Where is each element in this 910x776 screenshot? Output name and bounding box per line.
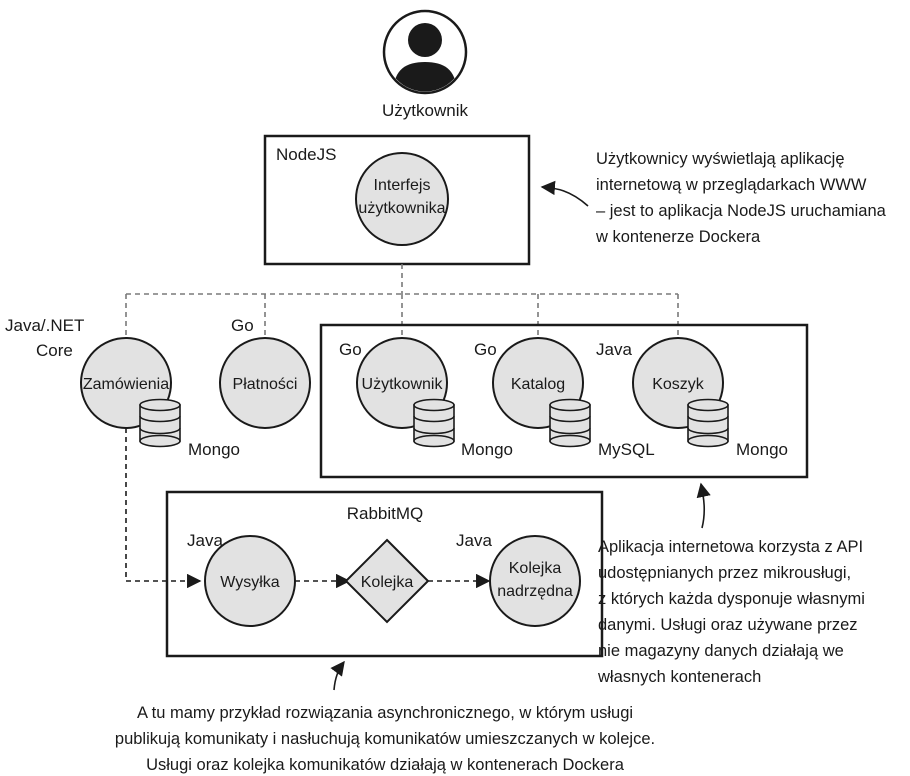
user-label: Użytkownik [382, 101, 468, 120]
frontend-service-name-line2: użytkownika [358, 200, 445, 217]
payments-service-node [219, 337, 311, 429]
async-container-box [165, 490, 604, 658]
orders-to-shipping-arrow [125, 428, 202, 589]
frontend-note-line: w kontenerze Dockera [595, 228, 761, 246]
users-service-name: Użytkownik [362, 376, 444, 393]
master-queue-name-line2: nadrzędna [497, 583, 573, 600]
microservices-note-line: danymi. Usługi oraz używane przez [598, 616, 858, 634]
microservices-note-line: własnych kontenerach [597, 668, 761, 686]
user-avatar-icon [382, 9, 468, 95]
async-note-arrow [330, 660, 345, 691]
async-note-line: A tu mamy przykład rozwiązania asynchron… [137, 704, 633, 722]
microservices-note-line: Aplikacja internetowa korzysta z API [598, 538, 863, 556]
broker-label: RabbitMQ [347, 504, 424, 523]
frontend-connectors [125, 264, 679, 338]
orders-service-name: Zamówienia [83, 376, 169, 393]
master-queue-name-line1: Kolejka [509, 560, 562, 577]
async-note: A tu mamy przykład rozwiązania asynchron… [115, 704, 655, 774]
microservices-note-line: udostępnianych przez mikrousługi, [598, 564, 851, 582]
cart-database-icon [687, 398, 729, 448]
microservices-container-box [319, 323, 809, 479]
microservices-note-line: z których każda dysponuje własnymi [598, 590, 865, 608]
master-queue-node [489, 535, 581, 627]
microservices-note-line: nie magazyny danych działają we [598, 642, 844, 660]
frontend-note-arrow [540, 180, 589, 207]
orders-platform-line1: Java/.NET [5, 316, 84, 335]
microservices-note-arrow [696, 482, 711, 529]
master-queue-platform-label: Java [456, 531, 492, 550]
shipping-service-name: Wysyłka [220, 574, 280, 591]
microservices-note: Aplikacja internetowa korzysta z API udo… [597, 538, 865, 686]
frontend-service-node [355, 152, 449, 246]
frontend-note-line: Użytkownicy wyświetlają aplikację [596, 150, 845, 168]
frontend-note-line: – jest to aplikacja NodeJS uruchamiana [596, 202, 887, 220]
async-note-line: Usługi oraz kolejka komunikatów działają… [146, 756, 625, 774]
cart-platform-label: Java [596, 340, 632, 359]
users-db-label: Mongo [461, 440, 513, 459]
payments-platform-label: Go [231, 316, 254, 335]
orders-db-label: Mongo [188, 440, 240, 459]
payments-service-name: Płatności [233, 376, 298, 393]
frontend-note-line: internetową w przeglądarkach WWW [596, 176, 867, 194]
users-database-icon [413, 398, 455, 448]
orders-database-icon [139, 398, 181, 448]
queue-node [344, 538, 430, 624]
frontend-note: Użytkownicy wyświetlają aplikację intern… [595, 150, 887, 246]
catalog-platform-label: Go [474, 340, 497, 359]
cart-db-label: Mongo [736, 440, 788, 459]
orders-platform-line2: Core [36, 341, 73, 360]
catalog-service-name: Katalog [511, 376, 565, 393]
catalog-database-icon [549, 398, 591, 448]
queue-name: Kolejka [361, 574, 414, 591]
frontend-service-name-line1: Interfejs [374, 177, 431, 194]
catalog-db-label: MySQL [598, 440, 655, 459]
users-platform-label: Go [339, 340, 362, 359]
cart-service-name: Koszyk [652, 376, 705, 393]
frontend-container-box [263, 134, 531, 266]
async-note-line: publikują komunikaty i nasłuchują komuni… [115, 730, 655, 748]
shipping-platform-label: Java [187, 531, 223, 550]
frontend-platform-label: NodeJS [276, 145, 336, 164]
